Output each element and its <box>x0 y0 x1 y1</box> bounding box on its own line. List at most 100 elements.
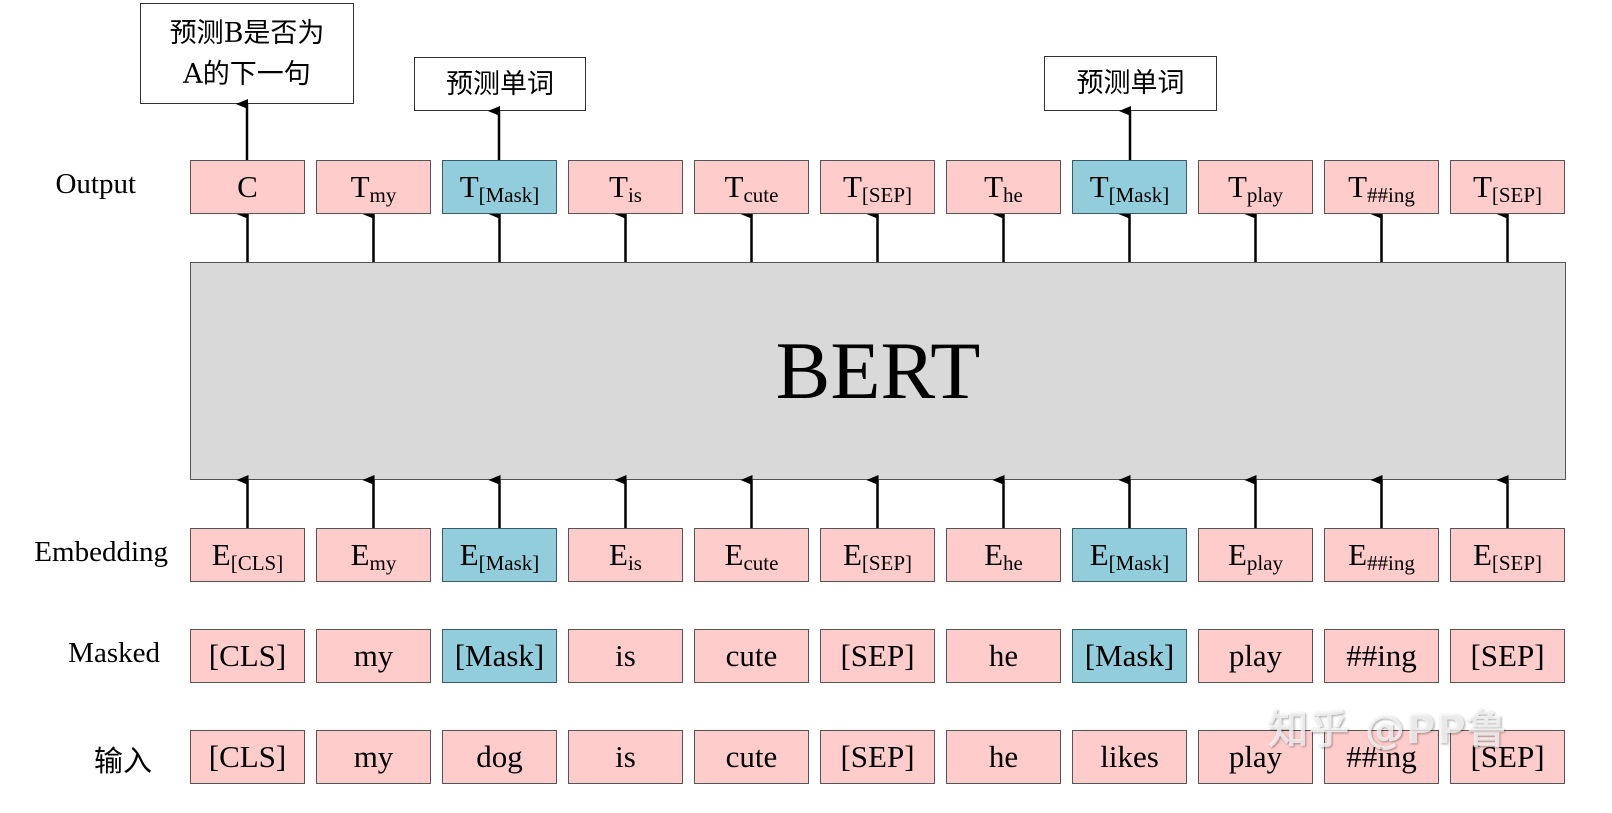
output-token-base: T <box>842 169 862 204</box>
masked-token-text: [CLS] <box>208 638 287 673</box>
output-token-box: C <box>190 160 305 214</box>
input-token-box: [CLS] <box>190 730 305 784</box>
watermark: 知乎 @PP鲁 <box>1268 707 1508 753</box>
embedding-token-base: E <box>211 537 231 572</box>
embedding-token-base: E <box>350 537 370 572</box>
masked-token-text: [Mask] <box>454 638 545 673</box>
masked-token-box: [Mask] <box>1072 629 1187 683</box>
input-token-text: dog <box>476 739 523 774</box>
input-token-text: cute <box>725 739 778 774</box>
bert-model-block: BERT <box>190 262 1566 480</box>
output-token-box: T[SEP] <box>1450 160 1565 214</box>
embedding-token-subscript: [SEP] <box>1491 550 1543 575</box>
row-label-output: Output <box>55 168 136 200</box>
masked-token-box: [SEP] <box>1450 629 1565 683</box>
masked-token-box: [Mask] <box>442 629 557 683</box>
input-token-text: he <box>988 739 1019 774</box>
embedding-token-subscript: he <box>1003 550 1023 575</box>
output-token-subscript: [SEP] <box>861 182 913 207</box>
masked-token-text: is <box>615 638 636 673</box>
embedding-token-base: E <box>984 537 1004 572</box>
output-token-subscript: ##ing <box>1367 182 1415 207</box>
input-token-text: [SEP] <box>1470 739 1545 774</box>
masked-token-box: play <box>1198 629 1313 683</box>
embedding-token-box: E[CLS] <box>190 528 305 582</box>
input-token-box: [SEP] <box>820 730 935 784</box>
embedding-token-subscript: play <box>1246 550 1284 575</box>
nsp-annotation-line1: 预测B是否为 <box>169 17 325 49</box>
input-token-box: play <box>1198 730 1313 784</box>
nsp-annotation-box: 预测B是否为 A的下一句 <box>140 3 354 104</box>
output-token-base: T <box>1472 169 1492 204</box>
input-token-text: ##ing <box>1346 739 1417 774</box>
embedding-token-subscript: cute <box>743 550 779 575</box>
input-token-box: ##ing <box>1324 730 1439 784</box>
masked-token-box: my <box>316 629 431 683</box>
input-token-text: is <box>615 739 636 774</box>
input-token-box: is <box>568 730 683 784</box>
input-token-box: he <box>946 730 1061 784</box>
output-token-subscript: he <box>1003 182 1023 207</box>
embedding-token-box: E[Mask] <box>1072 528 1187 582</box>
input-token-text: play <box>1228 739 1283 774</box>
output-token-box: T[Mask] <box>1072 160 1187 214</box>
output-token-base: T <box>724 169 744 204</box>
embedding-token-base: E <box>459 537 479 572</box>
input-token-text: likes <box>1100 739 1159 774</box>
input-token-box: [SEP] <box>1450 730 1565 784</box>
embedding-token-subscript: ##ing <box>1367 550 1415 575</box>
embedding-token-subscript: is <box>627 550 642 575</box>
output-token-box: T##ing <box>1324 160 1439 214</box>
embedding-token-box: E[SEP] <box>820 528 935 582</box>
row-label-embedding: Embedding <box>34 536 168 568</box>
embedding-token-base: E <box>724 537 744 572</box>
output-token-subscript: play <box>1246 182 1284 207</box>
output-token-base: C <box>237 169 258 204</box>
input-token-box: likes <box>1072 730 1187 784</box>
masked-token-text: my <box>353 638 394 673</box>
masked-token-box: he <box>946 629 1061 683</box>
output-token-subscript: [Mask] <box>1108 182 1170 207</box>
masked-token-text: ##ing <box>1346 638 1417 673</box>
embedding-token-base: E <box>1348 537 1368 572</box>
output-token-base: T <box>609 169 628 204</box>
input-token-box: cute <box>694 730 809 784</box>
input-token-text: [SEP] <box>840 739 915 774</box>
embedding-token-base: E <box>1089 537 1109 572</box>
row-label-input: 输入 <box>93 744 152 778</box>
embedding-token-subscript: [Mask] <box>478 550 540 575</box>
input-token-text: my <box>353 739 394 774</box>
output-token-subscript: my <box>369 182 397 207</box>
output-token-base: T <box>1348 169 1368 204</box>
output-token-subscript: [Mask] <box>478 182 540 207</box>
masked-token-text: play <box>1228 638 1283 673</box>
embedding-token-subscript: [SEP] <box>861 550 913 575</box>
embedding-token-box: E[Mask] <box>442 528 557 582</box>
output-token-base: T <box>350 169 370 204</box>
embedding-token-base: E <box>609 537 628 572</box>
output-token-base: T <box>984 169 1004 204</box>
masked-token-text: he <box>988 638 1019 673</box>
embedding-token-base: E <box>1472 537 1492 572</box>
masked-token-box: cute <box>694 629 809 683</box>
output-token-base: T <box>1089 169 1109 204</box>
mlm-annotation-box-1: 预测单词 <box>414 57 586 111</box>
nsp-annotation-line2: A的下一句 <box>183 58 311 90</box>
embedding-token-subscript: my <box>369 550 397 575</box>
embedding-token-subscript: [CLS] <box>230 550 284 575</box>
output-token-subscript: cute <box>743 182 779 207</box>
output-token-base: T <box>1227 169 1247 204</box>
embedding-token-subscript: [Mask] <box>1108 550 1170 575</box>
masked-token-box: ##ing <box>1324 629 1439 683</box>
embedding-token-box: E[SEP] <box>1450 528 1565 582</box>
bert-title: BERT <box>775 325 981 416</box>
